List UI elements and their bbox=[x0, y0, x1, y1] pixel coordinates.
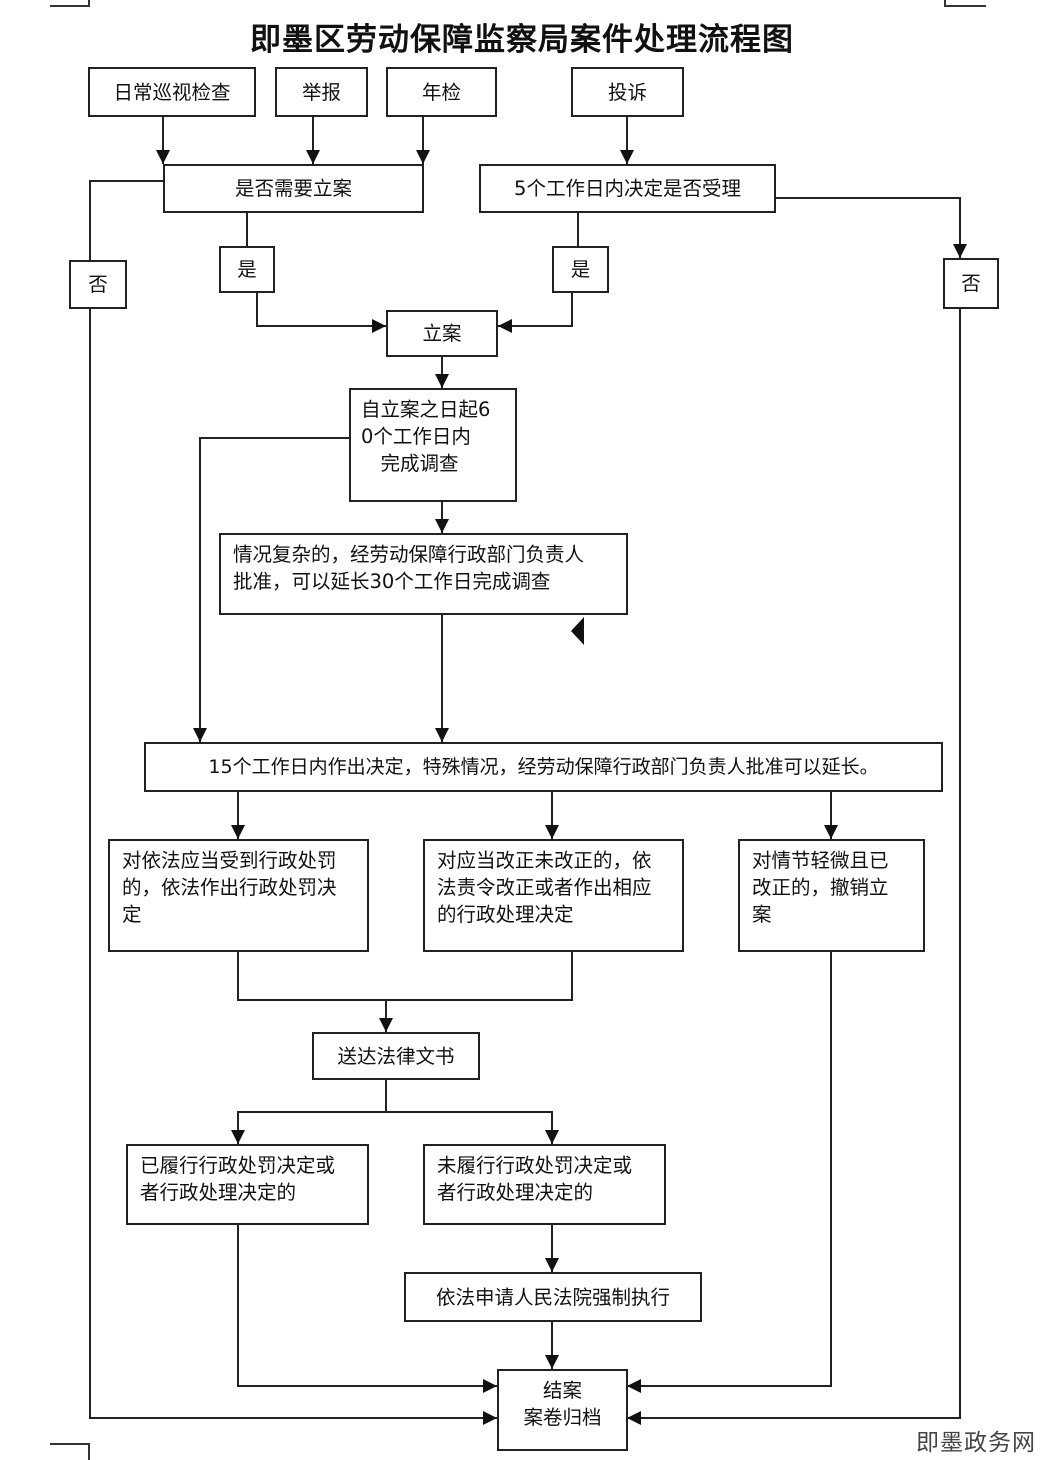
corner-mark-top-right bbox=[944, 0, 986, 7]
page-title: 即墨区劳动保障监察局案件处理流程图 bbox=[250, 22, 794, 58]
watermark: 即墨政务网 bbox=[916, 1430, 1036, 1456]
node-unfulfilled: 未履行行政处罚决定或 者行政处理决定的 bbox=[423, 1144, 666, 1225]
node-yes-right: 是 bbox=[552, 246, 609, 293]
node-complaint: 投诉 bbox=[571, 67, 684, 117]
node-investigate: 自立案之日起6 0个工作日内 完成调查 bbox=[349, 388, 517, 502]
node-correction-decision: 对应当改正未改正的，依 法责令改正或者作出相应 的行政处理决定 bbox=[423, 839, 684, 952]
node-patrol: 日常巡视检查 bbox=[88, 67, 256, 117]
node-register-case: 立案 bbox=[386, 310, 498, 357]
node-minor-case-revoke: 对情节轻微且已 改正的，撤销立 案 bbox=[738, 839, 925, 952]
node-court-enforcement: 依法申请人民法院强制执行 bbox=[404, 1272, 702, 1322]
node-decision-15-days: 15个工作日内作出决定，特殊情况，经劳动保障行政部门负责人批准可以延长。 bbox=[144, 742, 943, 792]
node-fulfilled: 已履行行政处罚决定或 者行政处理决定的 bbox=[126, 1144, 369, 1225]
node-need-case-decision: 是否需要立案 bbox=[163, 164, 424, 213]
node-no-left: 否 bbox=[69, 260, 127, 309]
node-close-archive: 结案 案卷归档 bbox=[497, 1369, 628, 1451]
node-annual-inspection: 年检 bbox=[386, 67, 497, 117]
node-penalty-decision: 对依法应当受到行政处罚 的，依法作出行政处罚决 定 bbox=[108, 839, 369, 952]
node-accept-decision: 5个工作日内决定是否受理 bbox=[479, 164, 776, 213]
node-no-right: 否 bbox=[943, 258, 999, 309]
node-deliver-documents: 送达法律文书 bbox=[312, 1032, 480, 1080]
node-report: 举报 bbox=[275, 67, 368, 117]
corner-mark-bottom-left bbox=[50, 1443, 90, 1460]
node-yes-left: 是 bbox=[219, 246, 275, 293]
corner-mark-top-left bbox=[50, 0, 90, 7]
node-complex-extension: 情况复杂的，经劳动保障行政部门负责人 批准，可以延长30个工作日完成调查 bbox=[219, 533, 628, 615]
